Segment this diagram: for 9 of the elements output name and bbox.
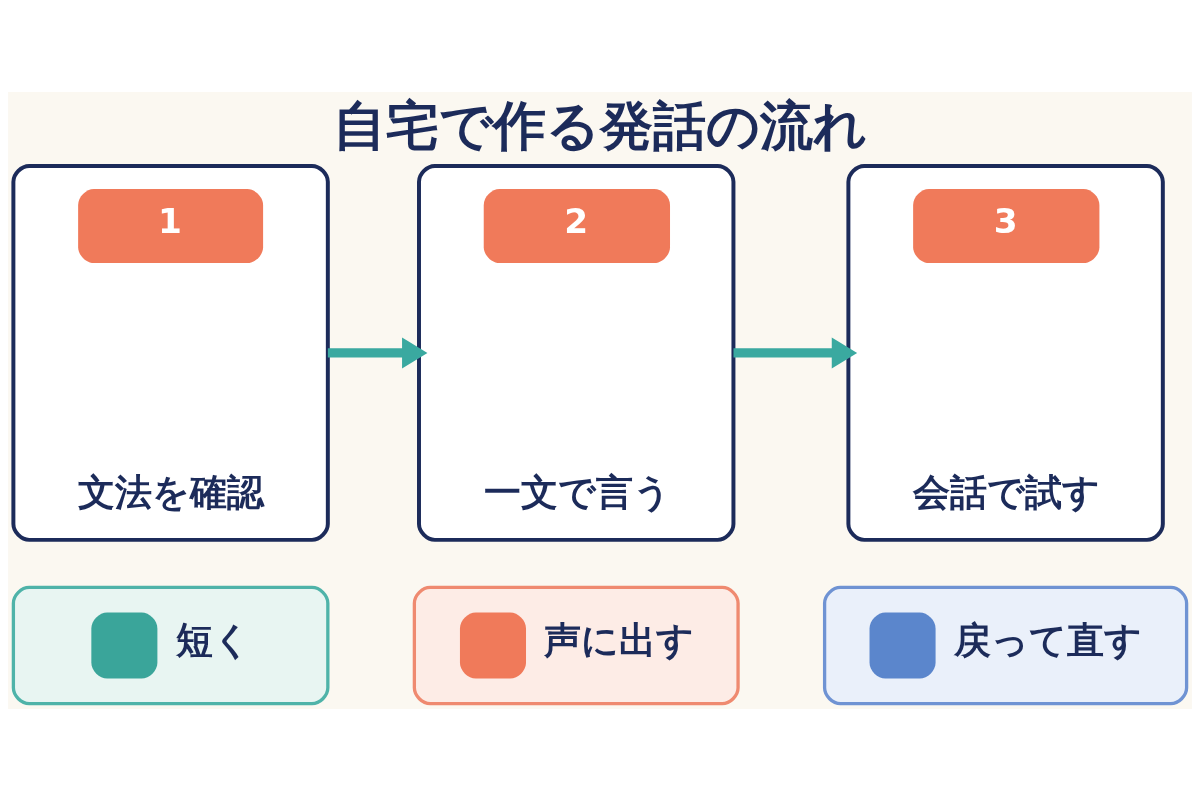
arrow: [327, 336, 428, 368]
node-box: 1 文法を確認: [11, 163, 330, 542]
node-box: 短く: [11, 585, 330, 705]
node-box: 戻って直す: [822, 585, 1189, 705]
node-box: 3 会話で試す: [846, 163, 1165, 542]
arrow: [733, 336, 858, 368]
node-box: 2 一文で言う: [417, 163, 736, 542]
diagram-title: 自宅で作る発話の流れ: [333, 94, 868, 156]
node-box: 声に出す: [412, 585, 740, 705]
